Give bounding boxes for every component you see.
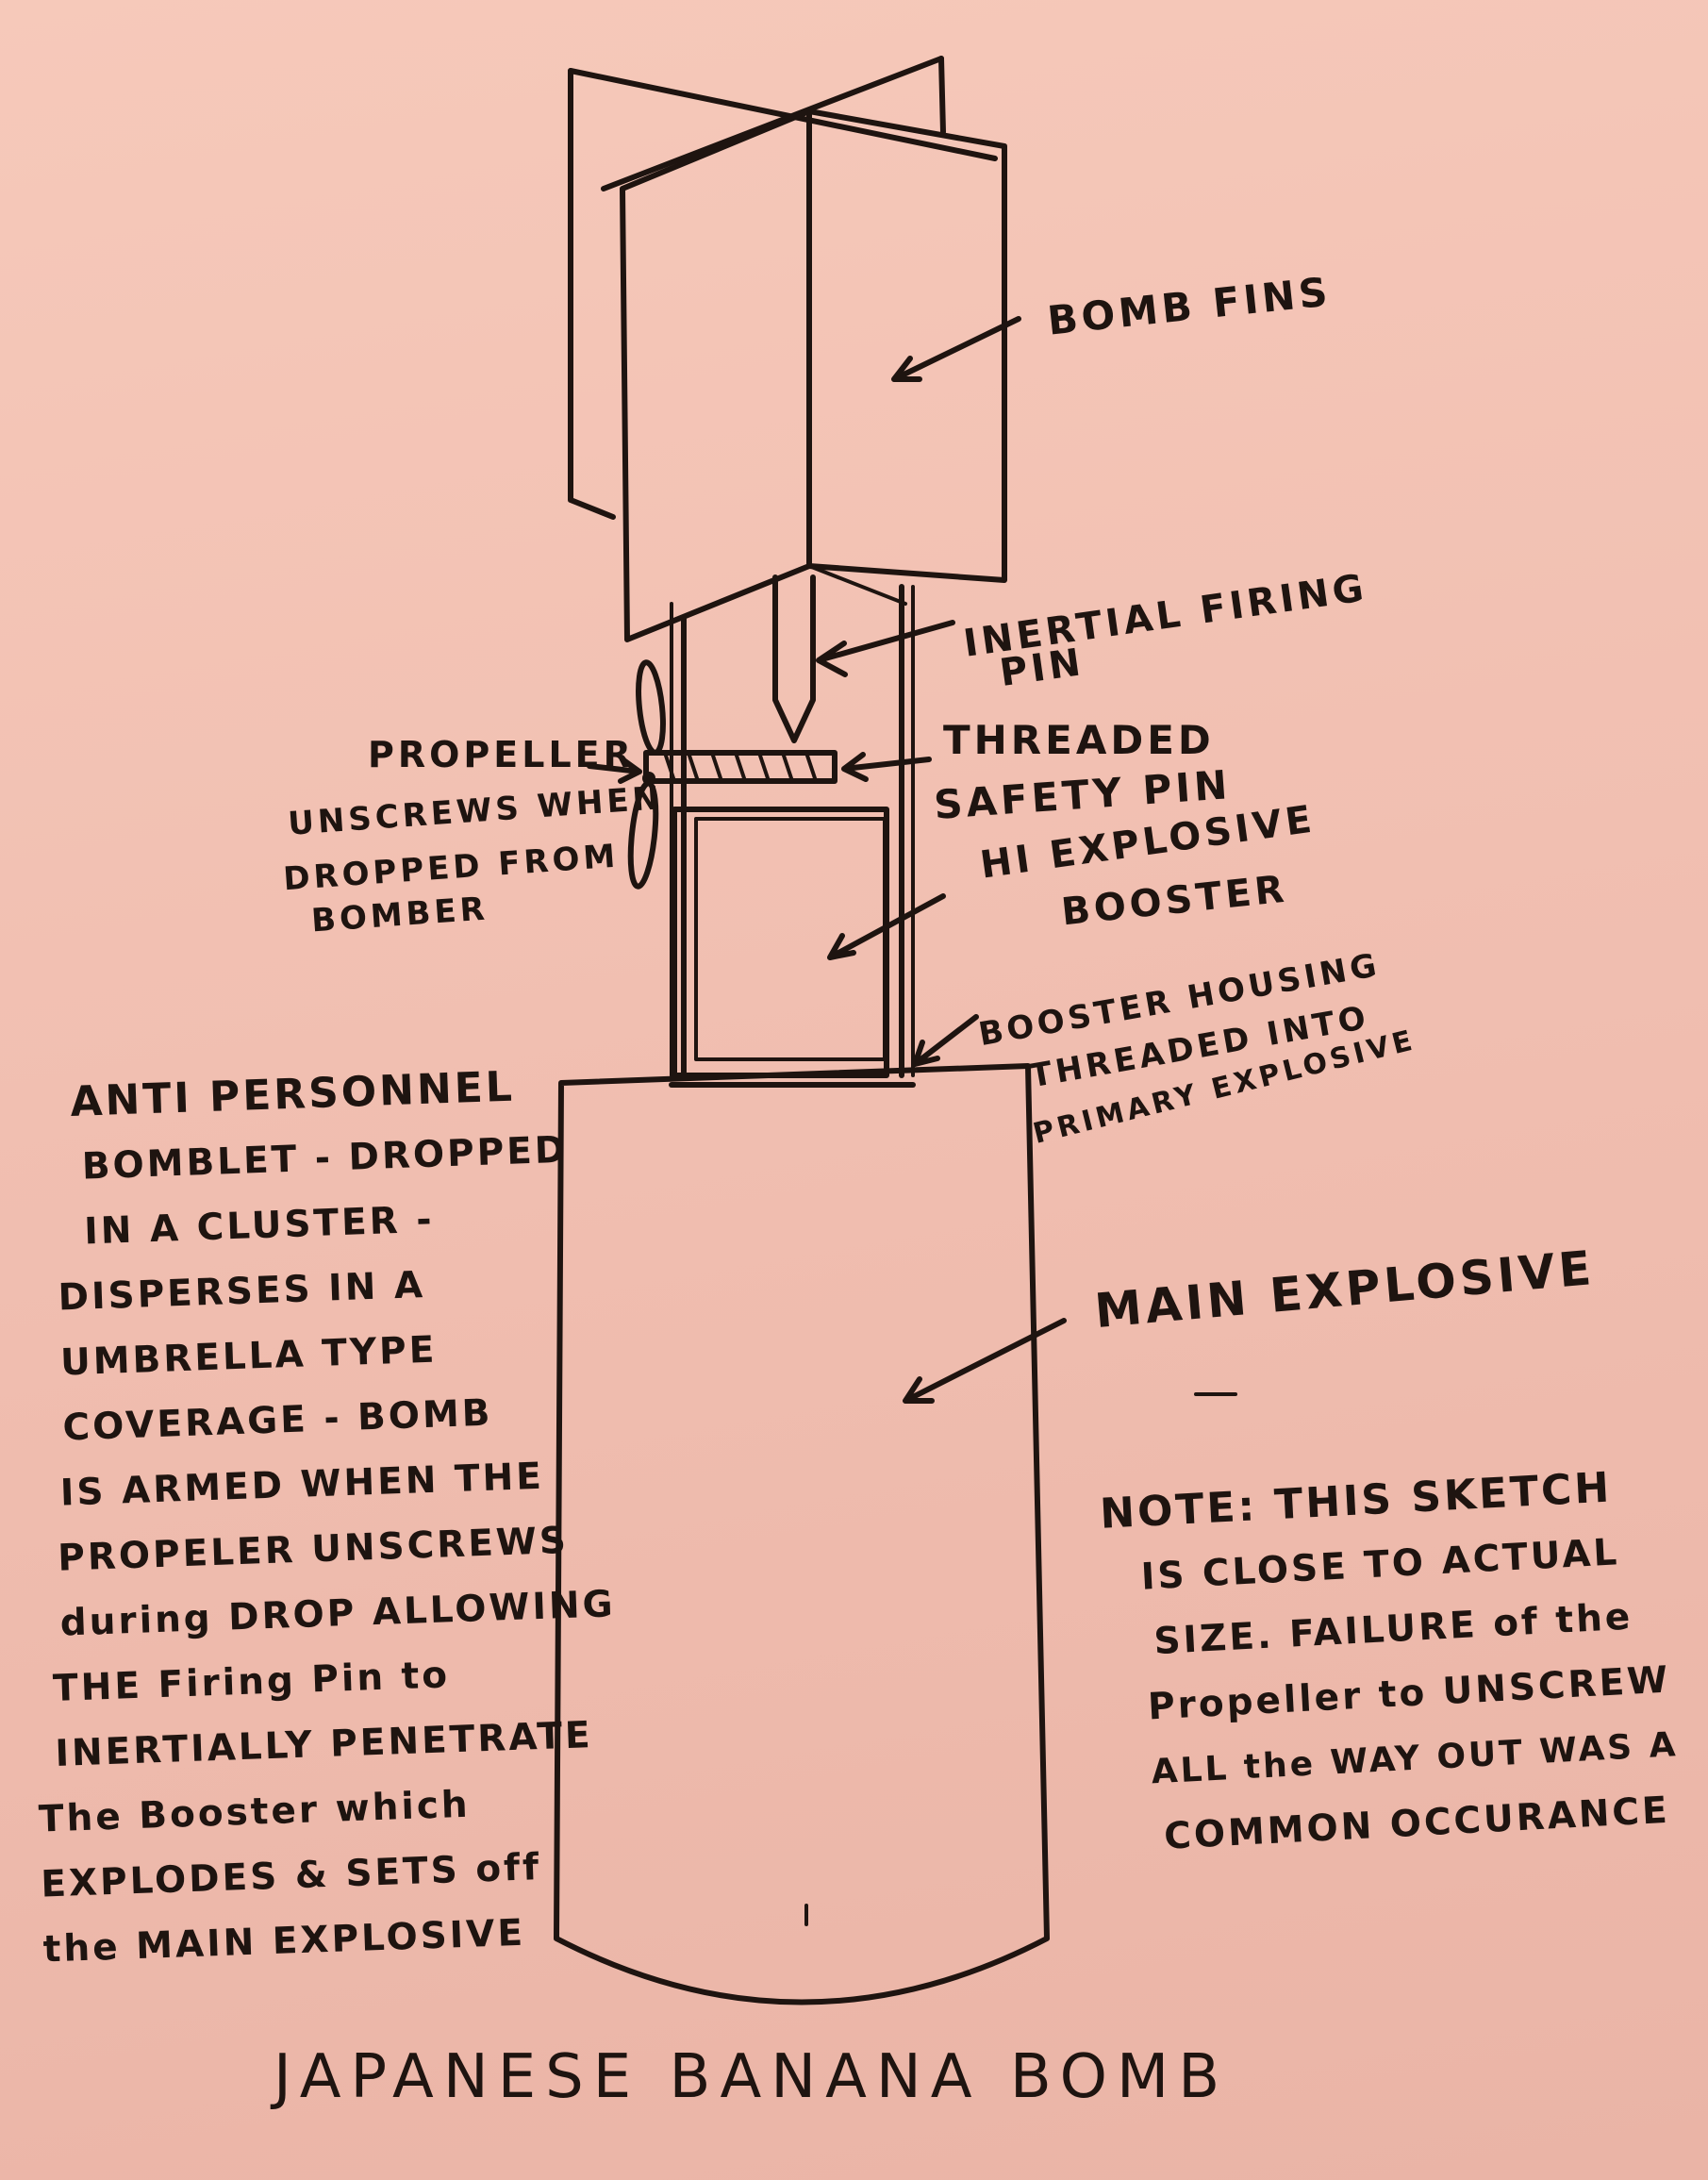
note-block: NOTE: THIS SKETCH IS CLOSE TO ACTUAL SIZ… xyxy=(1099,1453,1683,1872)
threads xyxy=(663,751,818,783)
propeller-hub xyxy=(642,772,655,785)
propeller-arrow xyxy=(587,757,642,784)
fin-back xyxy=(568,68,616,520)
label-propeller: PROPELLER xyxy=(368,734,635,775)
description-block: ANTI PERSONNEL BOMBLET - DROPPED IN A CL… xyxy=(12,1051,627,1982)
main-body xyxy=(554,1063,1050,2005)
firing-pin xyxy=(772,574,816,743)
fins-arrow xyxy=(891,316,1021,382)
firing-pin-arrow xyxy=(816,620,955,677)
fin-top-edge xyxy=(568,68,998,161)
fin-front-left xyxy=(620,108,812,642)
housing-arrow xyxy=(912,1014,979,1067)
label-safety-pin-line1: THREADED xyxy=(943,717,1215,763)
fin-back-right xyxy=(938,56,946,135)
fin-front-right xyxy=(806,108,1007,583)
main-arrow xyxy=(903,1318,1067,1404)
fin-center-line xyxy=(807,564,907,606)
booster-core xyxy=(694,817,887,1061)
threaded-safety-pin xyxy=(643,750,837,784)
propeller-blade-top xyxy=(636,659,666,756)
diagram-title: JAPANESE BANANA BOMB xyxy=(274,2042,1230,2112)
safety-pin-arrow xyxy=(841,752,932,782)
booster-arrow xyxy=(827,893,946,960)
